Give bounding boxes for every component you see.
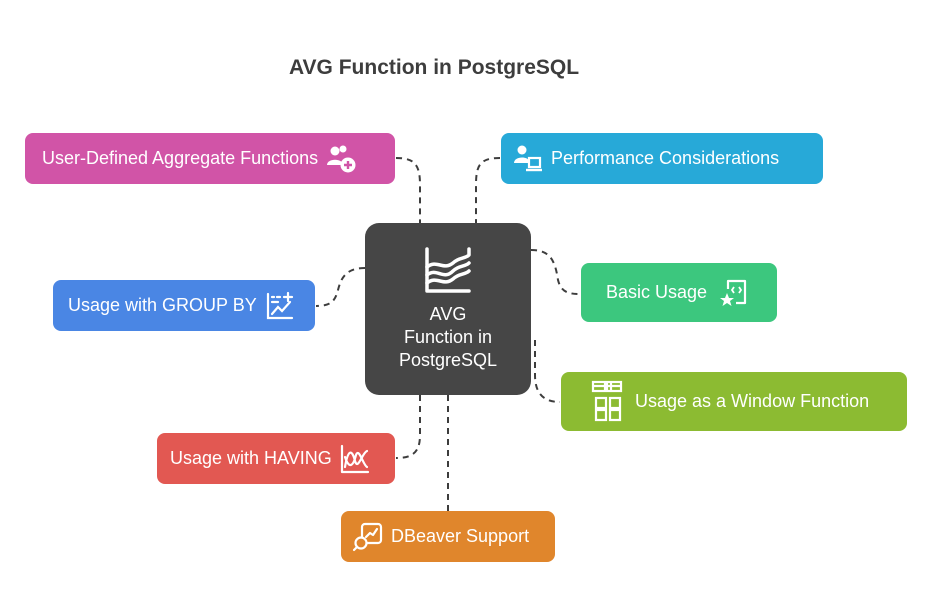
center-label-line-2: Function in [403, 327, 493, 347]
wave-chart-icon [338, 442, 372, 476]
code-file-star-icon [717, 276, 751, 310]
node-performance-considerations: Performance Considerations [501, 133, 823, 184]
connector-basic-usage [530, 249, 581, 295]
node-dbeaver-support: DBeaver Support [341, 511, 555, 562]
center-label-line-1: AVG [429, 304, 467, 324]
search-chart-icon [351, 520, 385, 554]
connector-performance [475, 157, 501, 223]
node-usage-group-by: Usage with GROUP BY [53, 280, 315, 331]
node-user-defined-aggregate: User-Defined Aggregate Functions [25, 133, 395, 184]
connector-user-defined [395, 157, 421, 223]
center-node: AVG Function in PostgreSQL [365, 223, 531, 395]
node-usage-window-function: Usage as a Window Function [561, 372, 907, 431]
node-label: DBeaver Support [391, 526, 530, 546]
chart-list-icon [263, 289, 297, 323]
node-label: User-Defined Aggregate Functions [42, 148, 319, 168]
node-label: Usage as a Window Function [635, 391, 870, 411]
center-label-line-3: PostgreSQL [398, 350, 498, 370]
diagram-title: AVG Function in PostgreSQL [288, 56, 580, 79]
node-label: Usage with HAVING [170, 448, 332, 468]
node-label: Performance Considerations [551, 148, 780, 168]
user-laptop-icon [511, 142, 545, 176]
area-chart-icon [425, 247, 471, 293]
node-basic-usage: Basic Usage [581, 263, 777, 322]
user-add-icon [324, 142, 358, 176]
window-grid-icon [591, 380, 625, 421]
node-usage-having: Usage with HAVING [157, 433, 395, 484]
connector-group-by [315, 267, 366, 307]
node-label: Basic Usage [606, 282, 708, 302]
node-label: Usage with GROUP BY [68, 295, 257, 315]
connector-having [395, 395, 421, 459]
connector-window-function [534, 340, 561, 403]
